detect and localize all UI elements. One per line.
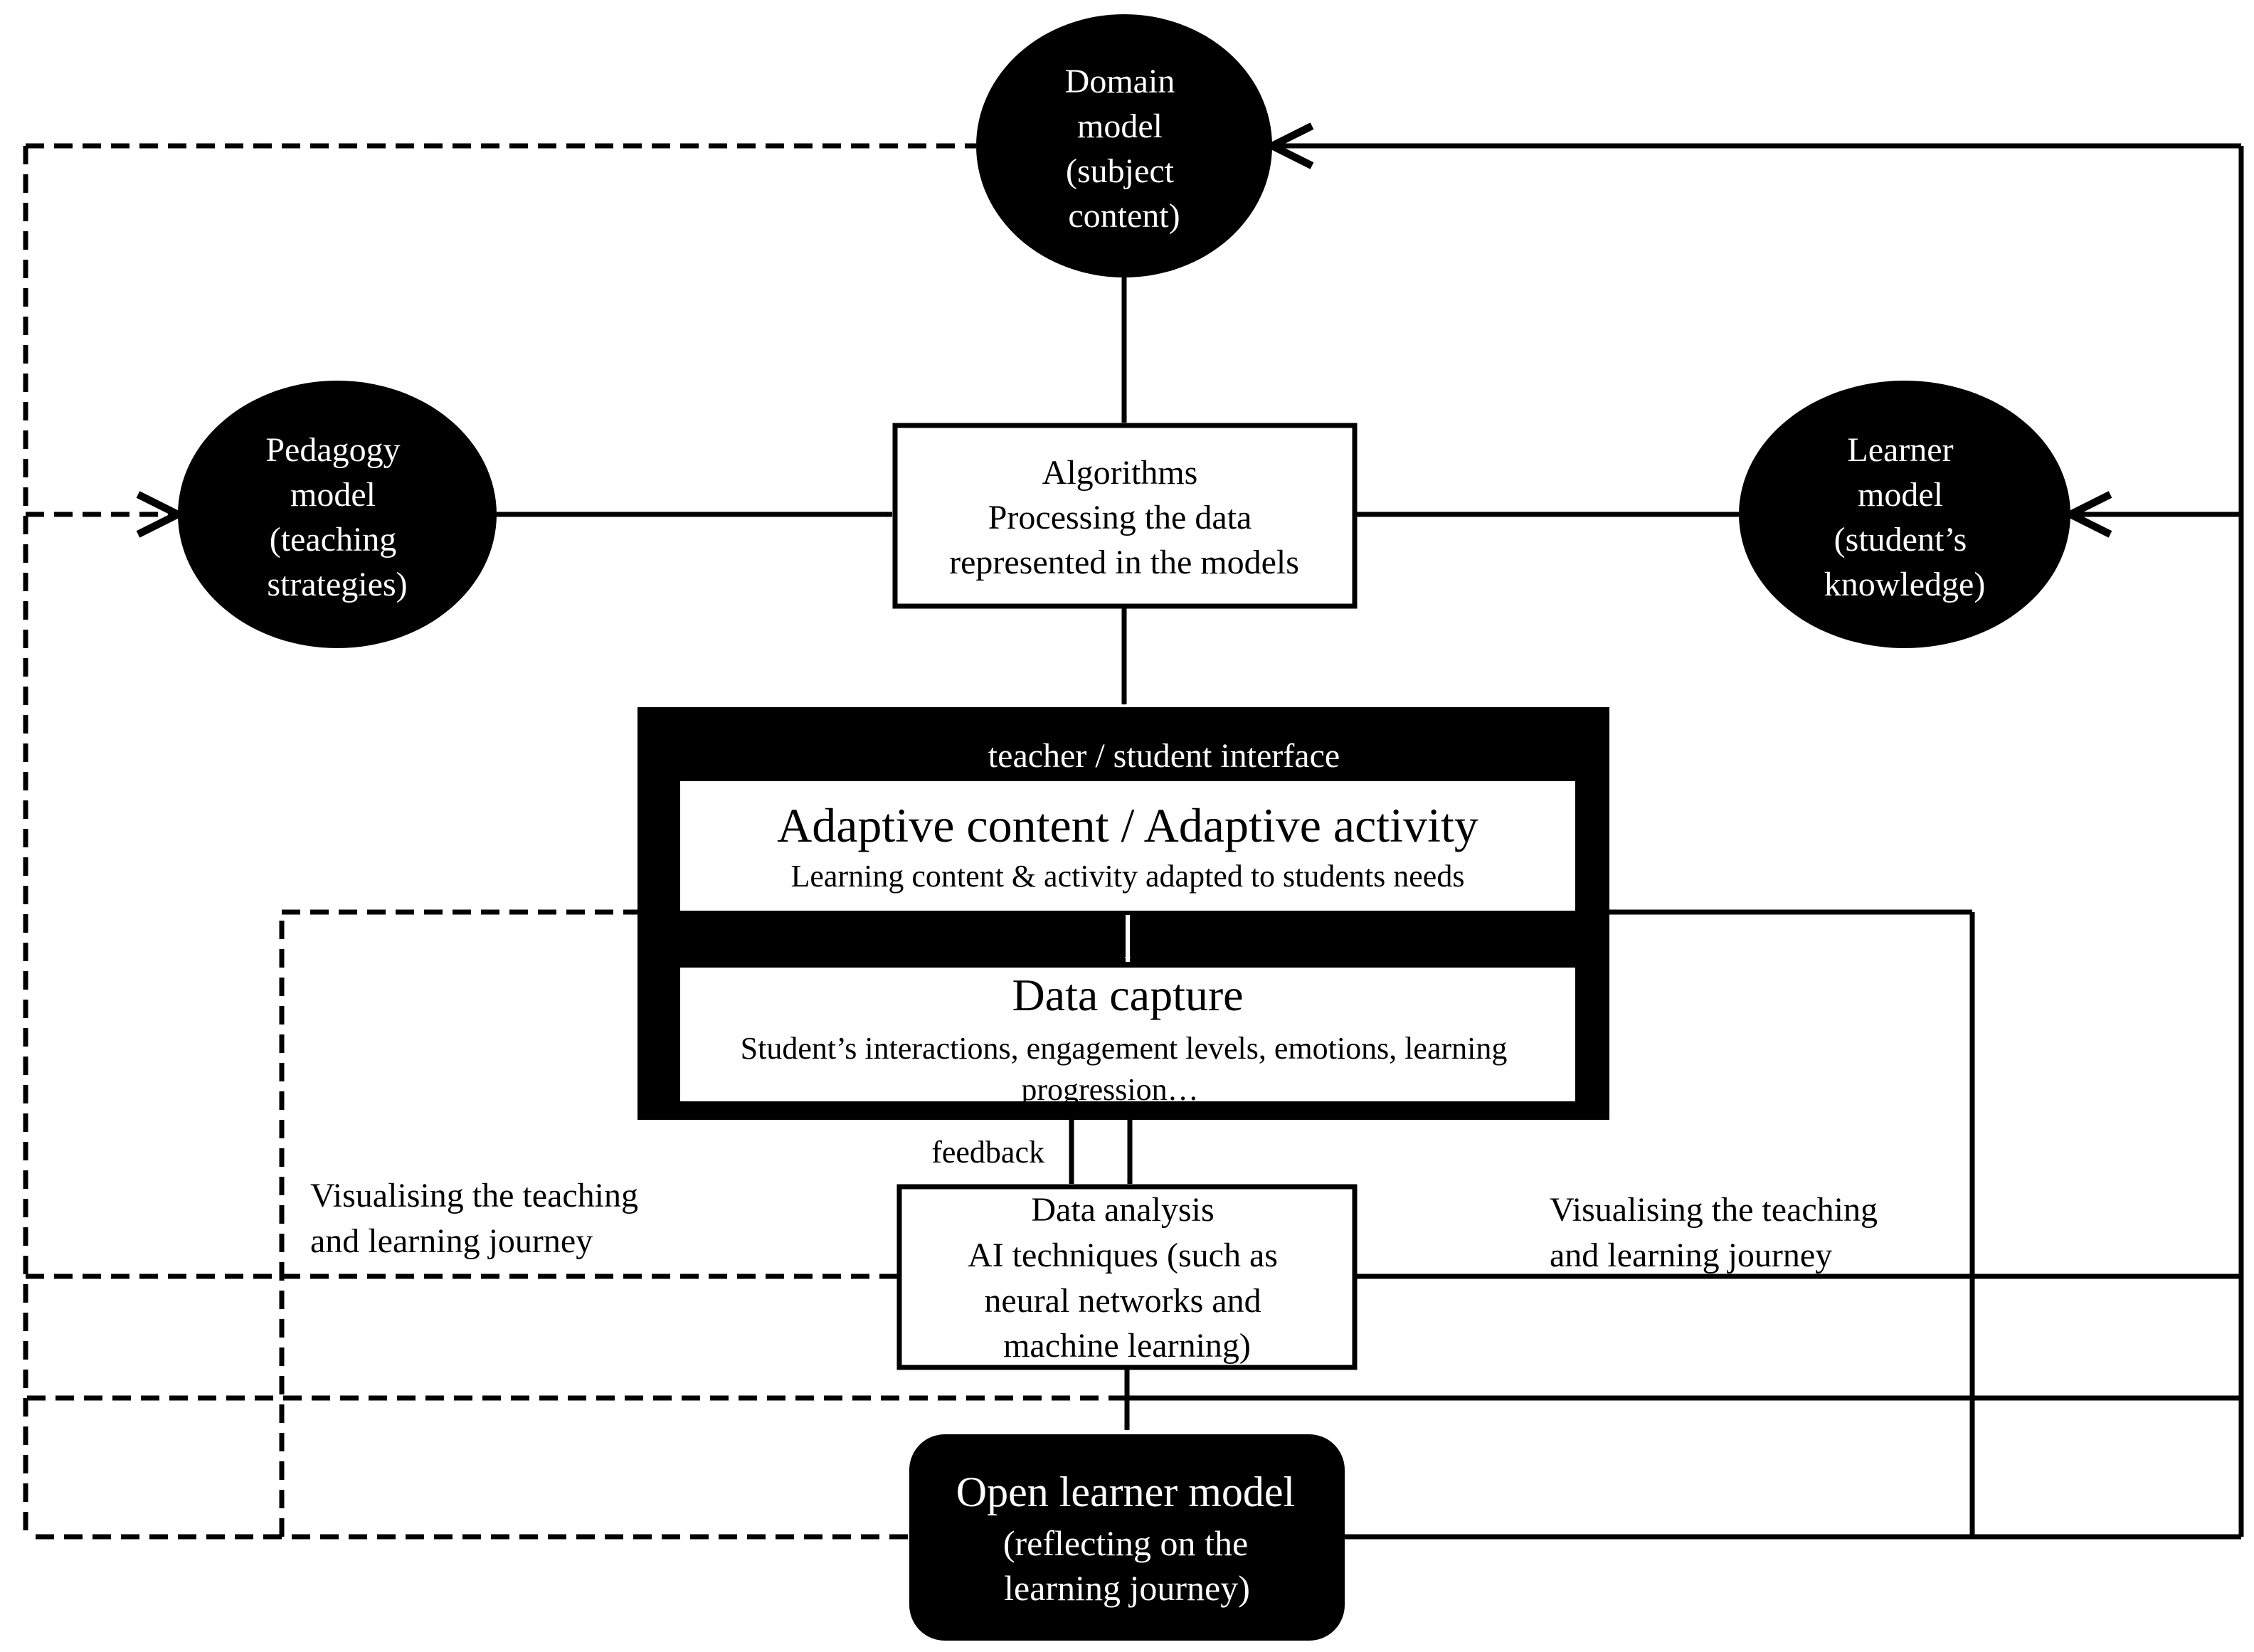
svg-text:Student’s interactions, engage: Student’s interactions, engagement level… <box>741 1031 1515 1107</box>
data-analysis-line: neural networks and <box>984 1282 1261 1320</box>
domain-model-line: model <box>1077 107 1163 145</box>
data-capture-desc-line: Student’s interactions, engagement level… <box>741 1031 1508 1066</box>
algorithms-line: represented in the models <box>949 544 1299 581</box>
domain-model-node: Domain model (subject content) <box>976 14 1272 277</box>
data-capture-title: Data capture <box>1012 970 1243 1020</box>
data-analysis-line: Data analysis <box>1031 1191 1214 1229</box>
data-capture-desc-line: progression… <box>1021 1072 1198 1107</box>
solid-connectors <box>497 146 2244 1540</box>
dashed-connectors <box>23 143 1127 1540</box>
olm-line: learning journey) <box>1004 1568 1250 1608</box>
adaptive-content-box: Adaptive content / Adaptive activity Lea… <box>680 781 1575 911</box>
learner-model-line: model <box>1858 476 1943 514</box>
olm-line: (reflecting on the <box>1003 1523 1248 1563</box>
pedagogy-model-line: (teaching <box>270 521 397 558</box>
learner-model-line: knowledge) <box>1824 566 1986 603</box>
svg-text:Algorithms Processing th: Algorithms Processing the data represent… <box>949 454 1299 581</box>
algorithms-line: Processing the data <box>988 499 1252 536</box>
olm-title: Open learner model <box>956 1468 1295 1515</box>
interface-title: teacher / student interface <box>988 737 1340 775</box>
svg-text:Open learner model (refl: Open learner model (reflecting on the le… <box>956 1468 1298 1608</box>
learner-model-line: Learner <box>1847 431 1953 469</box>
pedagogy-model-line: Pedagogy <box>265 431 400 469</box>
domain-model-line: (subject <box>1066 152 1175 190</box>
data-analysis-line: machine learning) <box>1003 1327 1251 1365</box>
adaptive-content-title: Adaptive content / Adaptive activity <box>777 798 1478 852</box>
adaptive-content-desc: Learning content & activity adapted to s… <box>791 859 1465 894</box>
visualising-label-right: Visualising the teaching and learning jo… <box>1550 1191 1886 1274</box>
domain-model-line: Domain <box>1065 63 1175 100</box>
learner-model-node: Learner model (student’s knowledge) <box>1739 381 2070 648</box>
open-learner-model-node: Open learner model (reflecting on the le… <box>909 1434 1345 1641</box>
interface-frame: teacher / student interface Adaptive con… <box>637 707 1609 1120</box>
data-capture-box: Data capture Student’s interactions, eng… <box>680 968 1575 1107</box>
pedagogy-model-line: model <box>290 476 376 514</box>
domain-model-line: content) <box>1068 197 1180 235</box>
pedagogy-model-node: Pedagogy model (teaching strategies) <box>178 381 497 648</box>
algorithms-box: Algorithms Processing the data represent… <box>892 423 1358 609</box>
learner-model-line: (student’s <box>1834 521 1967 558</box>
algorithms-line: Algorithms <box>1042 454 1198 492</box>
feedback-label: feedback <box>931 1135 1044 1170</box>
data-analysis-box: Data analysis AI techniques (such as neu… <box>896 1184 1358 1370</box>
visualising-label-left: Visualising the teaching and learning jo… <box>310 1177 647 1260</box>
data-analysis-line: AI techniques (such as <box>968 1237 1278 1274</box>
svg-text:Pedagogy model (te: Pedagogy model (teaching strategies) <box>265 431 408 603</box>
svg-text:Domain model (subj: Domain model (subject content) <box>1065 63 1184 235</box>
svg-text:Data analysis AI techniq: Data analysis AI techniques (such as neu… <box>968 1191 1286 1365</box>
svg-text:Learner model (stu: Learner model (student’s knowledge) <box>1824 431 1986 603</box>
pedagogy-model-line: strategies) <box>267 566 407 603</box>
